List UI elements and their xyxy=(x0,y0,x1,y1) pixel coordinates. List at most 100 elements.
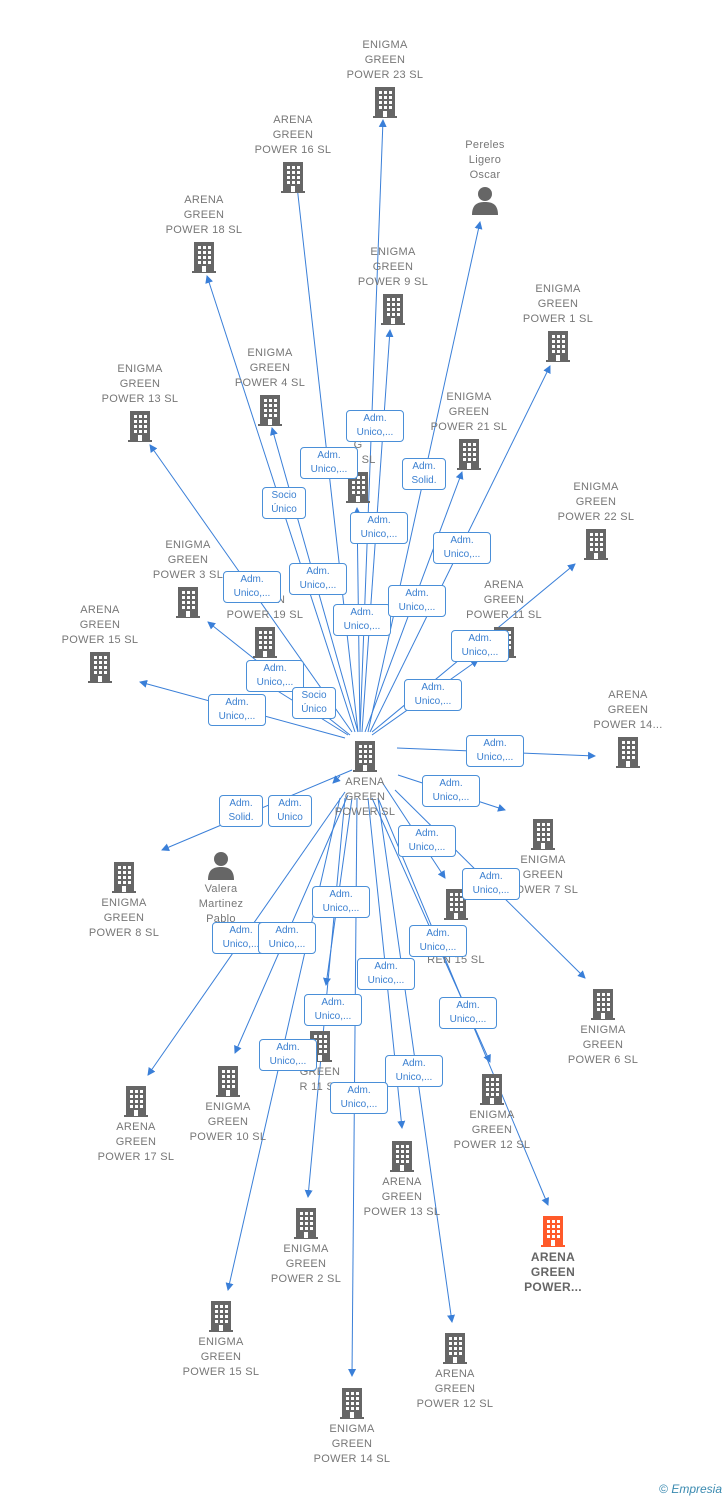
building-icon xyxy=(568,735,688,769)
company-node[interactable]: ENIGMA GREEN POWER 1 SL xyxy=(498,282,618,365)
company-node[interactable]: K R REN 15 SL xyxy=(396,885,516,968)
building-icon xyxy=(76,1084,196,1118)
building-icon xyxy=(80,409,200,443)
node-label: ARENA GREEN POWER 15 SL xyxy=(61,604,139,646)
brand-name: Empresia xyxy=(671,1482,722,1496)
relation-badge[interactable]: Adm. Unico,... xyxy=(300,447,358,479)
node-label: ENIGMA GREEN POWER 9 SL xyxy=(357,246,429,288)
company-node[interactable]: ENIGMA GREEN POWER 6 SL xyxy=(543,985,663,1068)
building-icon xyxy=(409,437,529,471)
relation-badge[interactable]: Adm. Unico xyxy=(268,795,312,827)
company-node[interactable]: ENIGMA GREEN POWER 4 SL xyxy=(210,346,330,429)
building-icon xyxy=(128,585,248,619)
node-label: ENIGMA GREEN POWER 4 SL xyxy=(234,347,306,389)
relation-badge[interactable]: Adm. Unico,... xyxy=(289,563,347,595)
relation-badge[interactable]: Adm. Unico,... xyxy=(330,1082,388,1114)
node-label: ENIGMA GREEN POWER 22 SL xyxy=(557,481,635,523)
relation-badge[interactable]: Adm. Unico,... xyxy=(333,604,391,636)
company-node[interactable]: ARENA GREEN POWER 14... xyxy=(568,688,688,771)
node-label: ENIGMA GREEN POWER 14 SL xyxy=(313,1423,391,1465)
relation-badge[interactable]: Adm. Unico,... xyxy=(422,775,480,807)
company-node[interactable]: ENIGMA GREEN POWER 3 SL xyxy=(128,538,248,621)
relation-badge[interactable]: Adm. Unico,... xyxy=(439,997,497,1029)
person-node[interactable]: Pereles Ligero Oscar xyxy=(425,138,545,217)
node-label: ARENA GREEN POWER 17 SL xyxy=(97,1121,175,1163)
building-icon xyxy=(210,393,330,427)
node-label: ENIGMA GREEN POWER 21 SL xyxy=(430,391,508,433)
company-node[interactable]: ARENA GREEN POWER 18 SL xyxy=(144,193,264,276)
center-company-node[interactable]: ARENA GREEN POWER SL xyxy=(305,737,425,820)
building-icon xyxy=(432,1072,552,1106)
company-node[interactable]: GREEN POWER 19 SL xyxy=(205,593,325,661)
relation-badge[interactable]: Adm. Unico,... xyxy=(259,1039,317,1071)
company-node[interactable]: ENIGMA GREEN POWER 2 SL xyxy=(246,1204,366,1287)
company-node[interactable]: ENIGMA GREEN POWER 12 SL xyxy=(432,1070,552,1153)
node-label: ENIGMA GREEN POWER 2 SL xyxy=(270,1243,342,1285)
relation-badge[interactable]: Adm. Unico,... xyxy=(346,410,404,442)
building-icon xyxy=(161,1299,281,1333)
relation-badge[interactable]: Adm. Unico,... xyxy=(466,735,524,767)
node-label: ARENA GREEN POWER 13 SL xyxy=(363,1176,441,1218)
relation-badge[interactable]: Adm. Unico,... xyxy=(208,694,266,726)
building-icon xyxy=(205,625,325,659)
company-node[interactable]: ENIGMA GREEN POWER 23 SL xyxy=(325,38,445,121)
relation-badge[interactable]: Adm. Solid. xyxy=(402,458,446,490)
relation-badge[interactable]: Adm. Unico,... xyxy=(398,825,456,857)
node-label: ENIGMA GREEN POWER 1 SL xyxy=(522,283,594,325)
company-node[interactable]: ARENA GREEN POWER 17 SL xyxy=(76,1082,196,1165)
company-node[interactable]: ARENA GREEN POWER 15 SL xyxy=(40,603,160,686)
building-icon xyxy=(233,160,353,194)
building-icon xyxy=(292,1386,412,1420)
building-icon xyxy=(498,329,618,363)
relation-badge[interactable]: Adm. Unico,... xyxy=(350,512,408,544)
relation-badge[interactable]: Socio Único xyxy=(262,487,306,519)
building-icon xyxy=(325,85,445,119)
node-label: ARENA GREEN POWER 18 SL xyxy=(165,194,243,236)
company-node[interactable]: ENIGMA GREEN POWER 13 SL xyxy=(80,362,200,445)
node-label: Valera Martinez Pablo xyxy=(198,883,244,925)
company-node[interactable]: ENIGMA GREEN POWER 15 SL xyxy=(161,1297,281,1380)
node-label: ARENA GREEN POWER SL xyxy=(334,776,396,818)
relation-badge[interactable]: Adm. Unico,... xyxy=(312,886,370,918)
building-icon xyxy=(168,1064,288,1098)
relation-badge[interactable]: Adm. Unico,... xyxy=(304,994,362,1026)
company-node[interactable]: ENIGMA GREEN POWER 14 SL xyxy=(292,1384,412,1467)
node-label: ENIGMA GREEN POWER 3 SL xyxy=(152,539,224,581)
company-node[interactable]: ENIGMA GREEN POWER 22 SL xyxy=(536,480,656,563)
relation-badge[interactable]: Adm. Unico,... xyxy=(357,958,415,990)
relation-badge[interactable]: Socio Único xyxy=(292,687,336,719)
relation-badge[interactable]: Adm. Unico,... xyxy=(223,571,281,603)
building-icon xyxy=(543,987,663,1021)
relation-badge[interactable]: Adm. Unico,... xyxy=(433,532,491,564)
company-node[interactable]: ARENA GREEN POWER 16 SL xyxy=(233,113,353,196)
node-label: ENIGMA GREEN POWER 15 SL xyxy=(182,1336,260,1378)
person-node[interactable]: Valera Martinez Pablo xyxy=(161,848,281,927)
relation-badge[interactable]: Adm. Unico,... xyxy=(385,1055,443,1087)
company-node[interactable]: ENIGMA GREEN POWER 8 SL xyxy=(64,858,184,941)
company-node[interactable]: ARENA GREEN POWER 12 SL xyxy=(395,1329,515,1412)
relation-badge[interactable]: Adm. Unico,... xyxy=(409,925,467,957)
relation-badge[interactable]: Adm. Unico,... xyxy=(258,922,316,954)
relation-badge[interactable]: Adm. Unico,... xyxy=(451,630,509,662)
building-icon xyxy=(493,1214,613,1248)
building-icon xyxy=(333,292,453,326)
company-node[interactable]: ARENA GREEN POWER... xyxy=(493,1212,613,1295)
building-icon xyxy=(483,817,603,851)
node-label: ARENA GREEN POWER 16 SL xyxy=(254,114,332,156)
building-icon xyxy=(342,1139,462,1173)
company-node[interactable]: ARENA GREEN POWER 13 SL xyxy=(342,1137,462,1220)
company-node[interactable]: ENIGMA GREEN POWER 9 SL xyxy=(333,245,453,328)
node-label: ENIGMA GREEN POWER 23 SL xyxy=(346,39,424,81)
company-node[interactable]: ENIGMA GREEN POWER 21 SL xyxy=(409,390,529,473)
company-node[interactable]: ENIGMA GREEN POWER 10 SL xyxy=(168,1062,288,1145)
relation-badge[interactable]: Adm. Unico,... xyxy=(388,585,446,617)
brand-footer[interactable]: © Empresia xyxy=(659,1482,722,1496)
relation-badge[interactable]: Adm. Unico,... xyxy=(404,679,462,711)
relation-badge[interactable]: Adm. Solid. xyxy=(219,795,263,827)
edge-line xyxy=(332,775,341,784)
building-icon xyxy=(144,240,264,274)
building-icon xyxy=(396,887,516,921)
building-icon xyxy=(298,470,418,504)
relation-badge[interactable]: Adm. Unico,... xyxy=(462,868,520,900)
relation-badge[interactable]: Adm. Unico,... xyxy=(246,660,304,692)
